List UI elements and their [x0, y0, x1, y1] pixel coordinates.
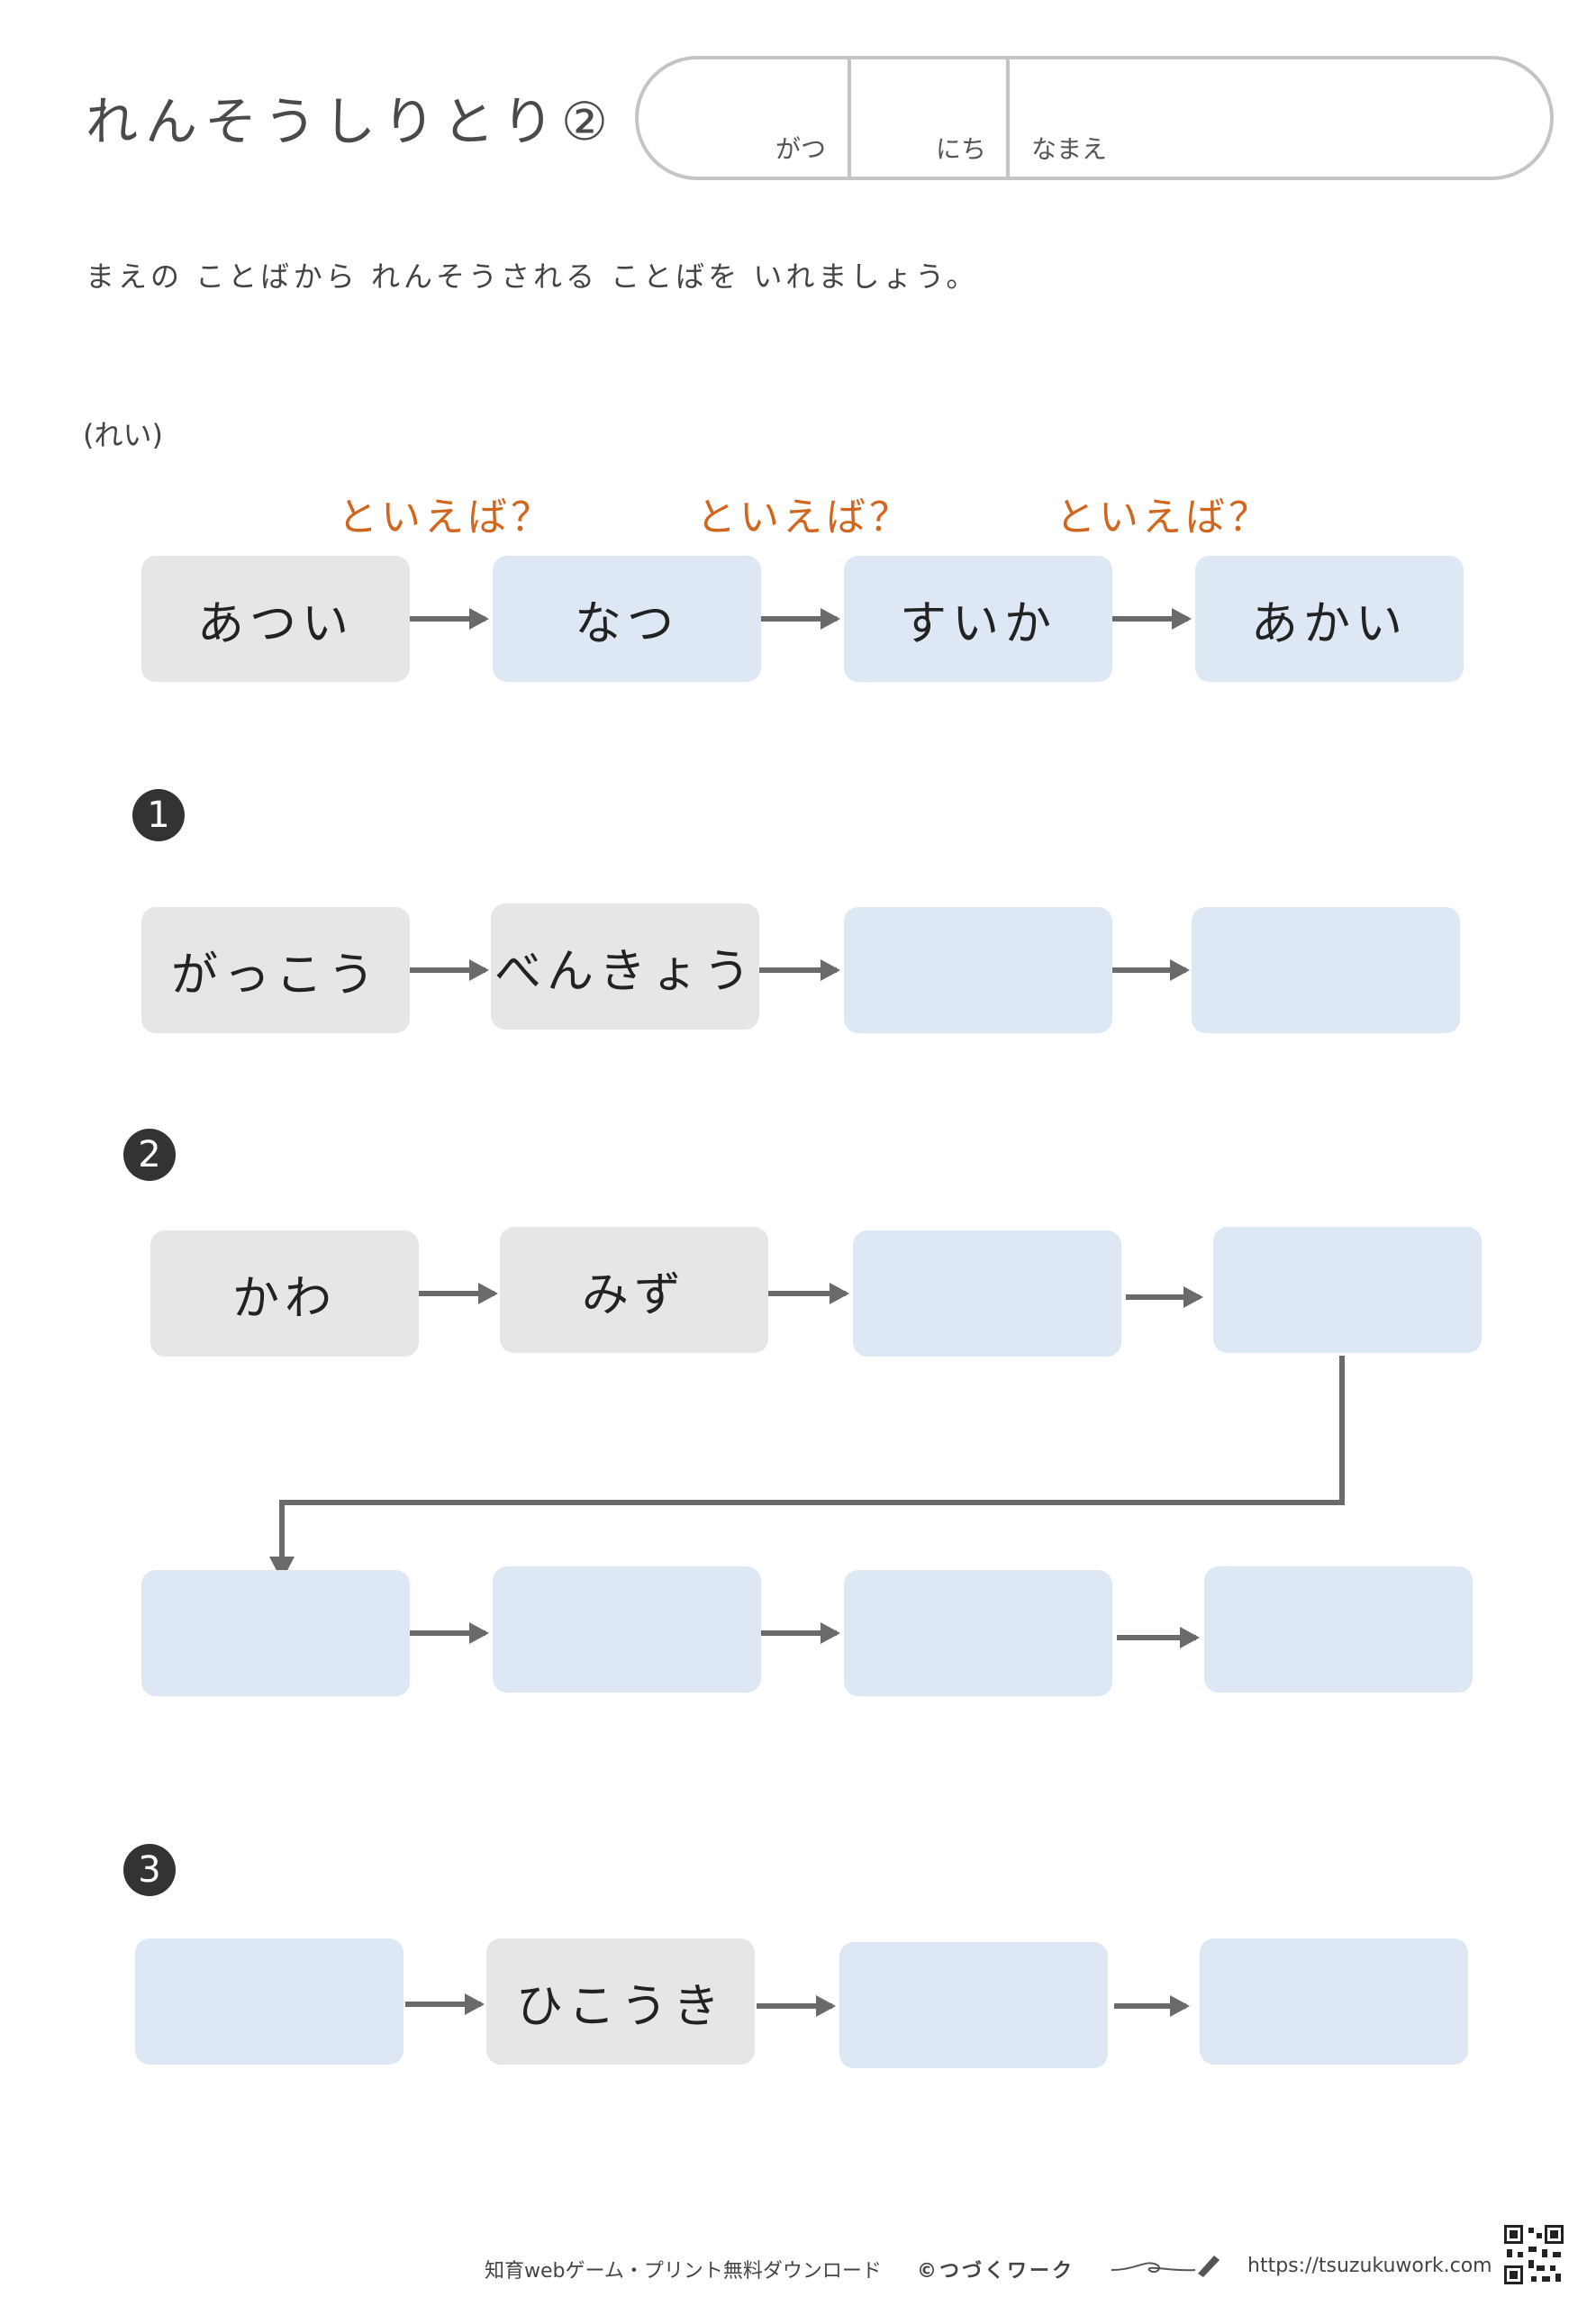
- day-label: にち: [936, 134, 987, 164]
- arrow: [410, 1622, 489, 1644]
- divider: [1006, 59, 1010, 177]
- arrow: [1112, 959, 1190, 981]
- answer-box[interactable]: [844, 907, 1112, 1033]
- word-box: ひこうき: [486, 1938, 755, 2065]
- arrow: [1126, 1286, 1203, 1308]
- example-label: (れい): [83, 418, 163, 452]
- footer-url[interactable]: https://tsuzukuwork.com: [1247, 2255, 1492, 2277]
- example-word-box: あつい: [141, 556, 410, 682]
- arrow: [1112, 608, 1192, 630]
- qr-code-icon: [1501, 2222, 1566, 2287]
- hint-text: といえば？: [696, 495, 912, 540]
- arrow: [761, 608, 840, 630]
- arrow: [419, 1283, 498, 1304]
- answer-box[interactable]: [1192, 907, 1460, 1033]
- hint-text: といえば？: [338, 495, 554, 540]
- arrow: [410, 608, 489, 630]
- answer-box[interactable]: [853, 1230, 1121, 1357]
- question-number: 2: [123, 1129, 176, 1181]
- hint-text: といえば？: [1056, 495, 1272, 540]
- arrow: [768, 1283, 849, 1304]
- answer-box[interactable]: [1200, 1938, 1468, 2065]
- footer-text: 知育webゲーム・プリント無料ダウンロード: [485, 2260, 882, 2283]
- word-box: かわ: [150, 1230, 419, 1357]
- pencil-icon: [1111, 2256, 1220, 2277]
- answer-box[interactable]: [1213, 1227, 1482, 1353]
- arrow: [410, 959, 489, 981]
- word-box: べんきょう: [491, 903, 759, 1030]
- arrow: [761, 1622, 840, 1644]
- arrow: [1114, 1995, 1190, 2017]
- arrow: [1117, 1627, 1200, 1648]
- question-number: 1: [132, 789, 185, 841]
- answer-box[interactable]: [844, 1570, 1112, 1696]
- word-box: がっこう: [141, 907, 410, 1033]
- divider: [848, 59, 851, 177]
- answer-box[interactable]: [493, 1566, 761, 1693]
- example-word-box: あかい: [1195, 556, 1464, 682]
- answer-box[interactable]: [1204, 1566, 1473, 1693]
- arrow: [759, 959, 840, 981]
- answer-box[interactable]: [141, 1570, 410, 1696]
- name-label: なまえ: [1031, 134, 1108, 164]
- name-date-box: がつ にち なまえ: [635, 56, 1554, 180]
- instruction: まえの ことばから れんそうされる ことばを いれましょう。: [86, 259, 979, 294]
- arrow: [405, 1993, 485, 2015]
- month-label: がつ: [775, 134, 827, 164]
- example-word-box: なつ: [493, 556, 761, 682]
- brand-logo: ©つづくワーク: [917, 2260, 1075, 2283]
- arrow: [757, 1995, 836, 2017]
- answer-box[interactable]: [839, 1942, 1108, 2068]
- answer-box[interactable]: [135, 1938, 404, 2065]
- example-word-box: すいか: [844, 556, 1112, 682]
- word-box: みず: [500, 1227, 768, 1353]
- question-number: 3: [123, 1844, 176, 1896]
- page-title: れんそうしりとり②: [86, 91, 615, 152]
